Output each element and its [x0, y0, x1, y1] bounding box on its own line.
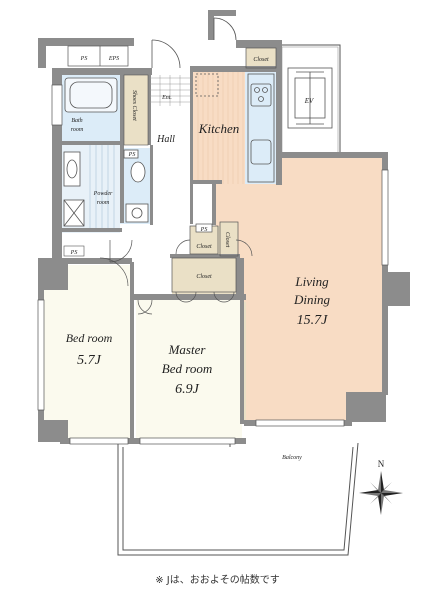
compass-icon — [359, 471, 403, 515]
kitchen-closet — [245, 47, 277, 69]
closet-label-hall-1: Closet — [196, 244, 212, 250]
bedroom-label: Bed room — [66, 331, 113, 345]
living-size: 15.7J — [297, 313, 329, 328]
balcony — [117, 442, 359, 556]
ps-label-top: PS — [80, 56, 88, 62]
wood-texture — [197, 72, 244, 184]
master-size: 6.9J — [175, 382, 200, 397]
ev-label: EV — [304, 97, 314, 105]
master-label-1: Master — [168, 342, 207, 357]
hall-label: Hall — [156, 134, 175, 145]
ps-label-left: PS — [70, 250, 78, 256]
entrance-steps — [150, 75, 190, 106]
interior-doors — [99, 239, 253, 315]
bedroom-size: 5.7J — [77, 353, 102, 368]
bath-label-2: room — [71, 127, 84, 133]
powder-label-1: Powder — [93, 191, 113, 197]
elevator-icon — [287, 67, 333, 129]
hall-closets — [171, 221, 239, 293]
entrance-label: Ent. — [161, 95, 172, 101]
shoes-closet — [123, 74, 149, 146]
entrance-door — [151, 39, 181, 69]
closet-label-hall-2: Closet — [224, 232, 230, 248]
closet-label-master: Closet — [196, 274, 212, 280]
balcony-label: Balcony — [282, 455, 302, 461]
windows — [37, 84, 389, 445]
powder-fixtures — [63, 145, 115, 228]
bathtub — [64, 77, 118, 113]
kitchen-label: Kitchen — [198, 121, 239, 136]
footnote: ※ Jは、おおよその帖数です — [155, 575, 280, 586]
living-label-1: Living — [294, 274, 329, 289]
toilet-fixtures — [123, 149, 149, 223]
living-label-2: Dining — [293, 292, 331, 307]
powder-label-2: room — [97, 200, 110, 206]
bath-label-1: Bath — [71, 118, 82, 124]
eps-label: EPS — [108, 56, 119, 62]
kitchen-counter — [247, 73, 275, 183]
ps-eps-block: PS EPS — [67, 45, 129, 67]
ps-label-hall: PS — [200, 227, 208, 233]
compass-north-label: N — [378, 459, 385, 469]
elevator-hall: EV — [279, 44, 341, 156]
shoes-closet-label: Shoes Closet — [131, 90, 137, 121]
master-label-2: Bed room — [162, 361, 212, 376]
ps-label-toilet: PS — [128, 152, 136, 158]
closet-label-kitchen: Closet — [253, 57, 269, 63]
kitchen-door — [195, 17, 237, 97]
